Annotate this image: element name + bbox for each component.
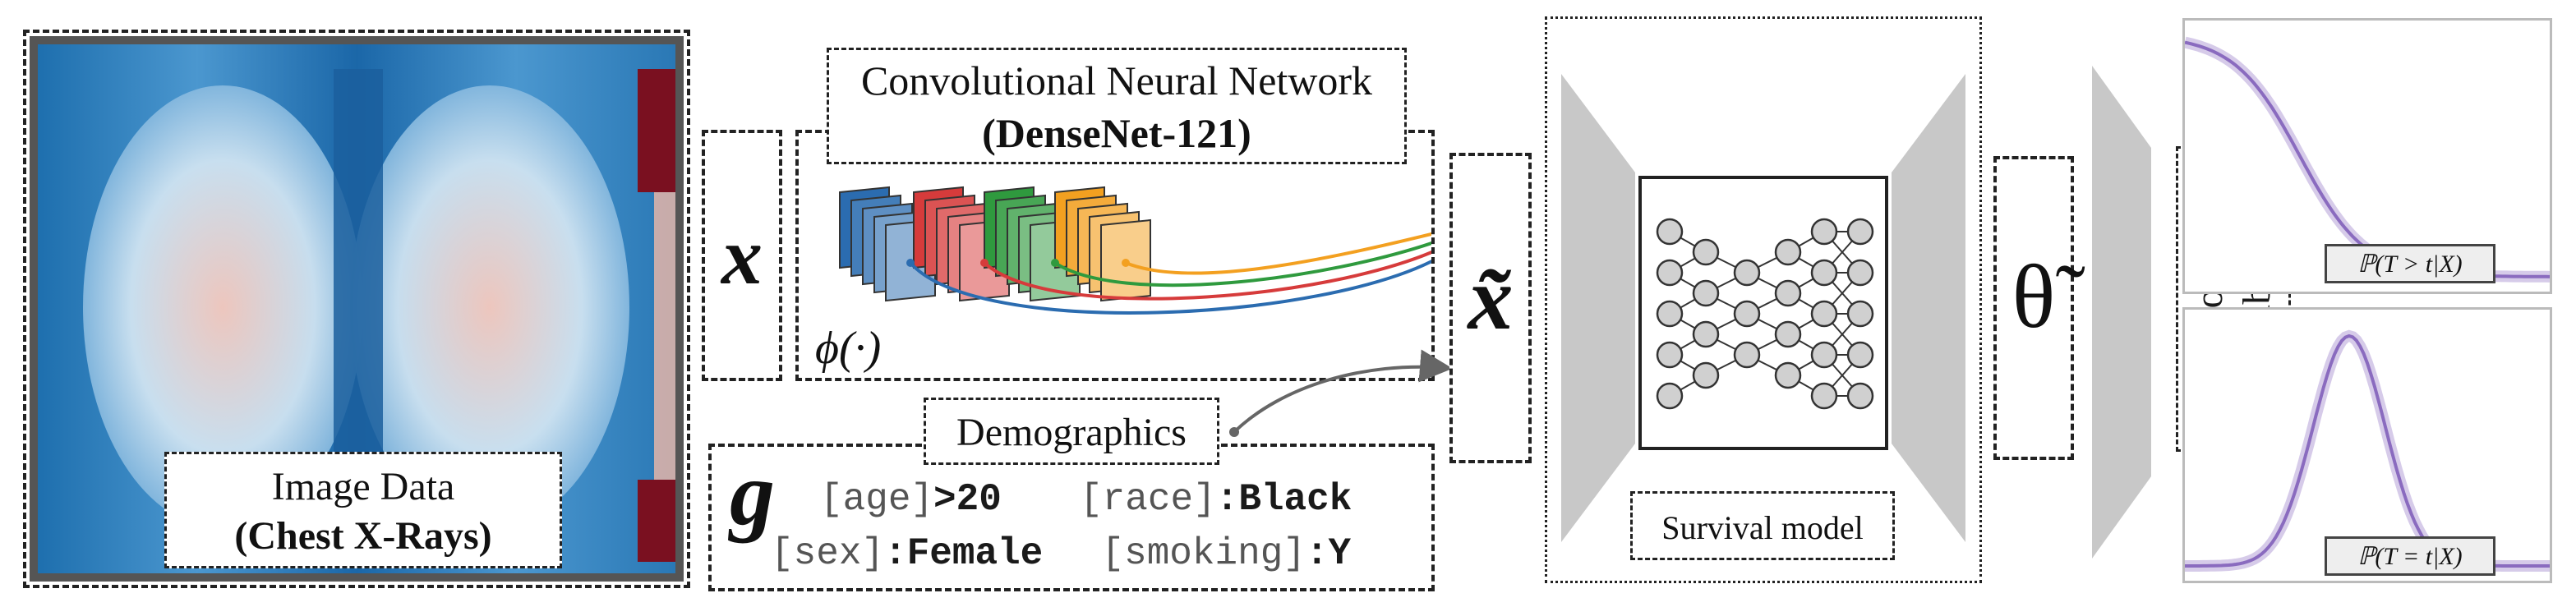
cnn-title-line2: (DenseNet-121) (982, 110, 1251, 156)
image-data-label-line1: Image Data (271, 465, 455, 508)
demo-age-value: >20 (933, 478, 1002, 521)
survival-caption-box: ℙ(T > t|X) (2325, 244, 2495, 283)
density-caption: ℙ(T = t|X) (2357, 543, 2463, 570)
survival-caption: ℙ(T > t|X) (2357, 251, 2463, 278)
density-caption-box: ℙ(T = t|X) (2325, 536, 2495, 576)
skip-connection-1 (909, 259, 1431, 315)
neural-network-icon (1656, 218, 1874, 410)
theta-box: θ̃ (1993, 156, 2074, 460)
demo-age-key: [age] (820, 478, 934, 521)
feature-map-block-1 (839, 186, 936, 302)
output-funnel (2092, 66, 2151, 559)
cnn-title-box: Convolutional Neural Network (DenseNet-1… (827, 48, 1407, 164)
survival-model-label: Survival model (1661, 509, 1864, 546)
image-data-panel: Image Data (Chest X-Rays) (23, 30, 690, 588)
skip-connection-4 (1125, 232, 1431, 275)
demo-race-value: :Black (1215, 478, 1353, 521)
survival-model-label-box: Survival model (1630, 491, 1895, 560)
demographics-panel: g [age]>20 [race]:Black [sex]:Female [sm… (708, 444, 1435, 591)
density-curve-panel: ℙ(T = t|X) (2182, 307, 2552, 583)
phi-label: ϕ(·) (815, 323, 882, 374)
input-x-symbol: x (721, 210, 763, 301)
survival-model-panel (1545, 16, 1982, 583)
demographics-row-1: [age]>20 [race]:Black (820, 478, 1352, 521)
feature-map-block-2 (913, 186, 1010, 302)
demographics-symbol: g (730, 444, 775, 544)
skip-connection-2 (983, 250, 1431, 301)
cnn-diagram (839, 186, 1431, 315)
demo-sex-value: :Female (884, 532, 1044, 575)
skip-connection-3 (1053, 241, 1431, 287)
demo-smoking-key: [smoking] (1101, 532, 1306, 575)
embedding-symbol: x̃ (1468, 248, 1514, 348)
input-x-box: x (702, 130, 782, 381)
cnn-title-line1: Convolutional Neural Network (860, 57, 1373, 103)
image-data-label-line2: (Chest X-Rays) (234, 514, 492, 558)
demo-sex-key: [sex] (771, 532, 885, 575)
embedding-box: x̃ (1449, 153, 1532, 463)
demographics-row-2: [sex]:Female [smoking]:Y (771, 532, 1351, 575)
image-data-label: Image Data (Chest X-Rays) (164, 452, 562, 568)
demo-race-key: [race] (1080, 478, 1216, 521)
survival-model-diagram (1561, 74, 1965, 542)
demo-smoking-value: :Y (1305, 532, 1352, 575)
theta-symbol: θ̃ (2011, 246, 2056, 347)
cnn-panel: ϕ(·) (795, 130, 1435, 381)
demographics-title-box: Demographics (924, 398, 1219, 465)
survival-curve-panel: ℙ(T > t|X) (2182, 18, 2552, 294)
demographics-title: Demographics (956, 411, 1187, 454)
